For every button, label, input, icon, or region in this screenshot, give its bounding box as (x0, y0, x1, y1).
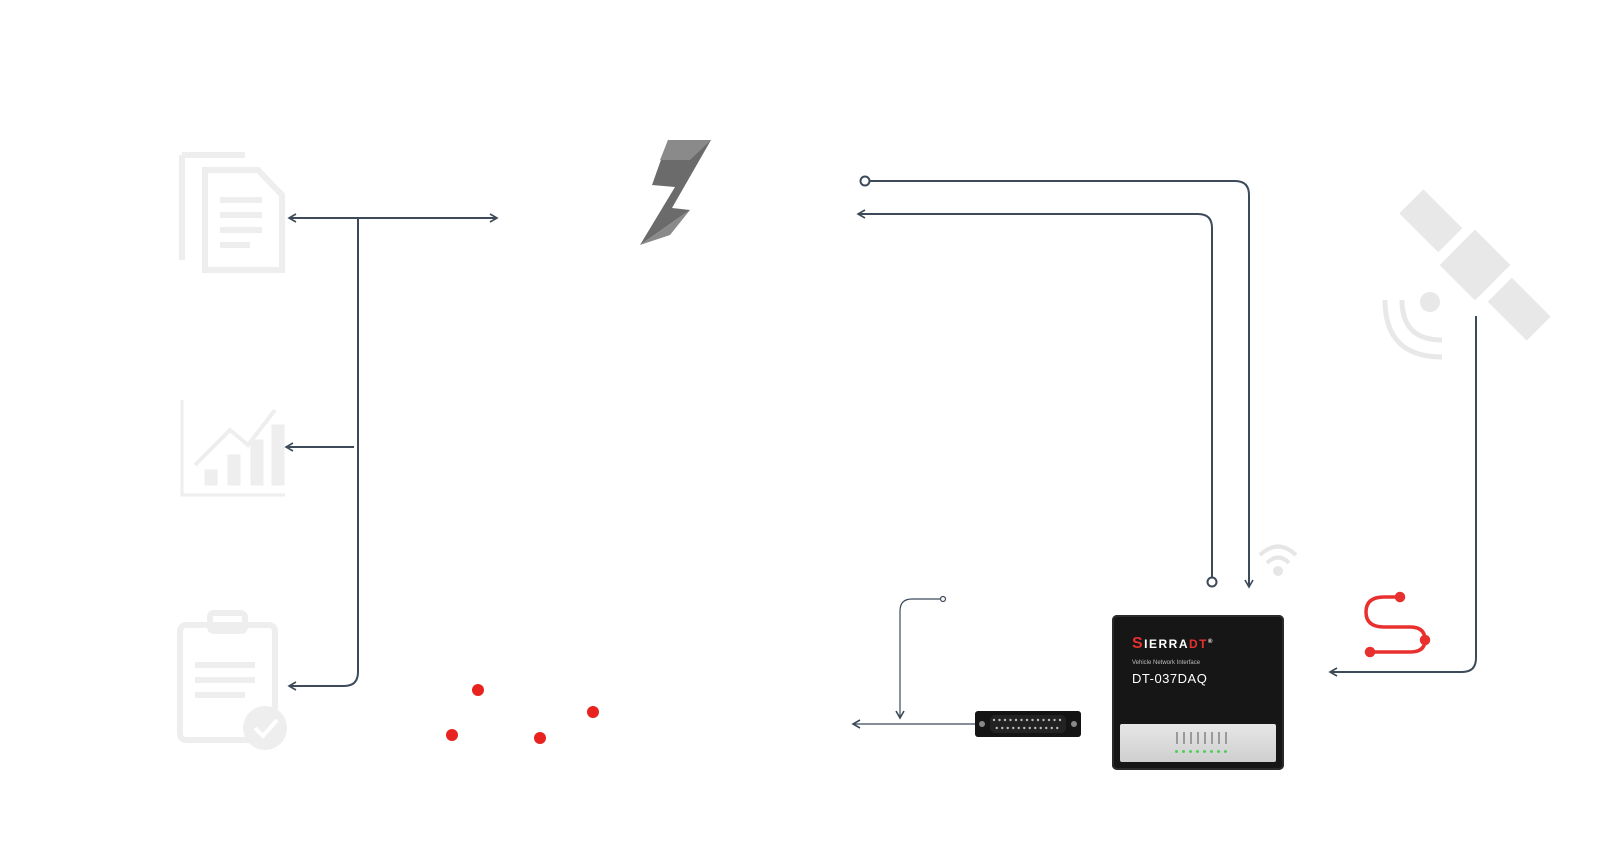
led-label-mark (1190, 732, 1192, 744)
led-label-mark (1211, 732, 1213, 744)
red-dots-decoration (446, 684, 599, 744)
wifi-icon (1258, 544, 1298, 576)
line-satellite-to-device (1328, 316, 1477, 677)
line-device-to-logo (856, 209, 1213, 582)
led-label-mark (1176, 732, 1178, 744)
status-led (1196, 750, 1199, 753)
line-logo-to-device (865, 180, 1254, 589)
connector-pin (1058, 718, 1062, 722)
connector-pin (1020, 718, 1023, 722)
status-led (1224, 750, 1227, 753)
connector-pin (995, 726, 998, 730)
connector-pin (992, 718, 996, 722)
device-brand: SIERRADT® (1132, 635, 1214, 652)
connector-pin (1039, 726, 1042, 730)
bar-chart-icon (180, 400, 285, 497)
device-led-panel (1120, 724, 1276, 762)
device-model: DT-037DAQ (1132, 671, 1208, 686)
status-led (1217, 750, 1220, 753)
connector-pin (1042, 718, 1045, 722)
led-label-mark (1204, 732, 1206, 744)
connector-pin (1034, 726, 1037, 730)
status-led (1175, 750, 1178, 753)
connector-pin (1006, 726, 1009, 730)
connector-pin (1047, 718, 1051, 722)
connector-pin (1056, 726, 1059, 730)
connector-pin (1014, 718, 1018, 722)
connector-pin (1001, 726, 1004, 730)
connector-pin (1023, 726, 1026, 730)
daq-device: SIERRADT® Vehicle Network Interface DT-0… (1112, 615, 1284, 770)
connector-pin (1053, 718, 1056, 722)
clipboard-check-icon (177, 610, 287, 750)
connector-pin (1031, 718, 1034, 722)
can-cable-icon (1364, 591, 1431, 658)
led-label-mark (1183, 732, 1185, 744)
connector-pin (1036, 718, 1040, 722)
status-led (1203, 750, 1206, 753)
connector-pin (998, 718, 1001, 722)
device-subtitle: Vehicle Network Interface (1132, 660, 1201, 666)
connector-pin (1028, 726, 1031, 730)
trunk-line (287, 218, 359, 691)
connector-lines (851, 595, 977, 729)
lightning-logo-icon (640, 140, 711, 245)
connector-pin (1045, 726, 1048, 730)
satellite-icon (1382, 189, 1551, 360)
led-label-mark (1225, 732, 1227, 744)
connector-pin (1009, 718, 1012, 722)
db25-connector-icon (975, 711, 1081, 737)
status-led (1210, 750, 1213, 753)
status-led (1182, 750, 1185, 753)
led-label-mark (1218, 732, 1220, 744)
status-led (1189, 750, 1192, 753)
led-label-mark (1197, 732, 1199, 744)
connector-pin (1012, 726, 1015, 730)
connector-pin (1017, 726, 1020, 730)
connector-pin (1003, 718, 1007, 722)
connector-pin (1025, 718, 1029, 722)
connection-lines (284, 175, 1477, 691)
connector-pin (1050, 726, 1053, 730)
document-icon (179, 152, 285, 273)
